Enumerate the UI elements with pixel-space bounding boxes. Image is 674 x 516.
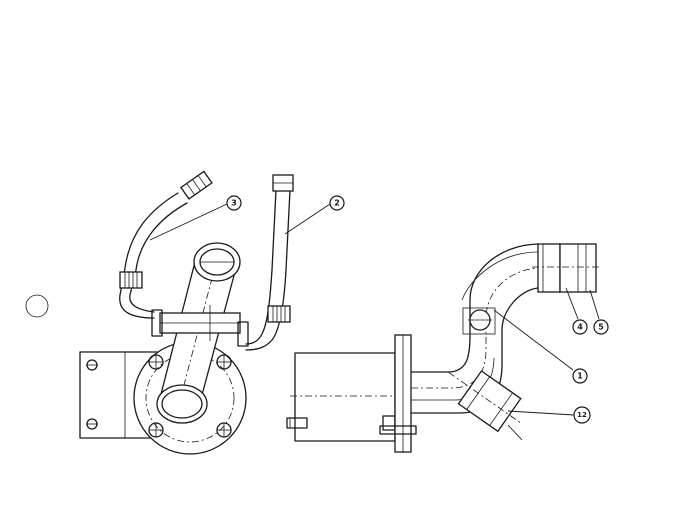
right-view bbox=[286, 243, 602, 453]
callout-4: 4 bbox=[572, 319, 588, 335]
leader-4 bbox=[565, 287, 579, 320]
callout-2: 2 bbox=[329, 195, 345, 211]
callout-12: 12 bbox=[573, 406, 591, 424]
leader-1 bbox=[493, 309, 574, 371]
side-body bbox=[286, 352, 400, 442]
hose-2 bbox=[245, 174, 294, 351]
callout-2-label: 2 bbox=[334, 199, 340, 208]
callout-1: 1 bbox=[572, 368, 588, 384]
leader-12 bbox=[507, 410, 575, 416]
callout-5: 5 bbox=[593, 319, 609, 335]
leader-5 bbox=[589, 289, 600, 320]
diagonal-pipe bbox=[156, 242, 241, 424]
callout-5-label: 5 bbox=[598, 323, 604, 332]
left-view bbox=[79, 170, 331, 455]
leader-2 bbox=[284, 203, 331, 235]
callout-3-label: 3 bbox=[231, 199, 237, 208]
end-fitting bbox=[532, 243, 602, 293]
side-flange bbox=[379, 334, 417, 453]
callout-1-label: 1 bbox=[577, 372, 583, 381]
callout-12-label: 12 bbox=[577, 411, 587, 419]
angled-fitting bbox=[448, 370, 523, 433]
leader-12-tail bbox=[507, 424, 523, 441]
callout-3: 3 bbox=[226, 195, 242, 211]
punch-hole bbox=[25, 294, 49, 318]
callout-4-label: 4 bbox=[577, 323, 583, 332]
hose-3 bbox=[119, 170, 213, 319]
leader-3 bbox=[149, 203, 228, 241]
manifold-bar bbox=[151, 305, 249, 347]
